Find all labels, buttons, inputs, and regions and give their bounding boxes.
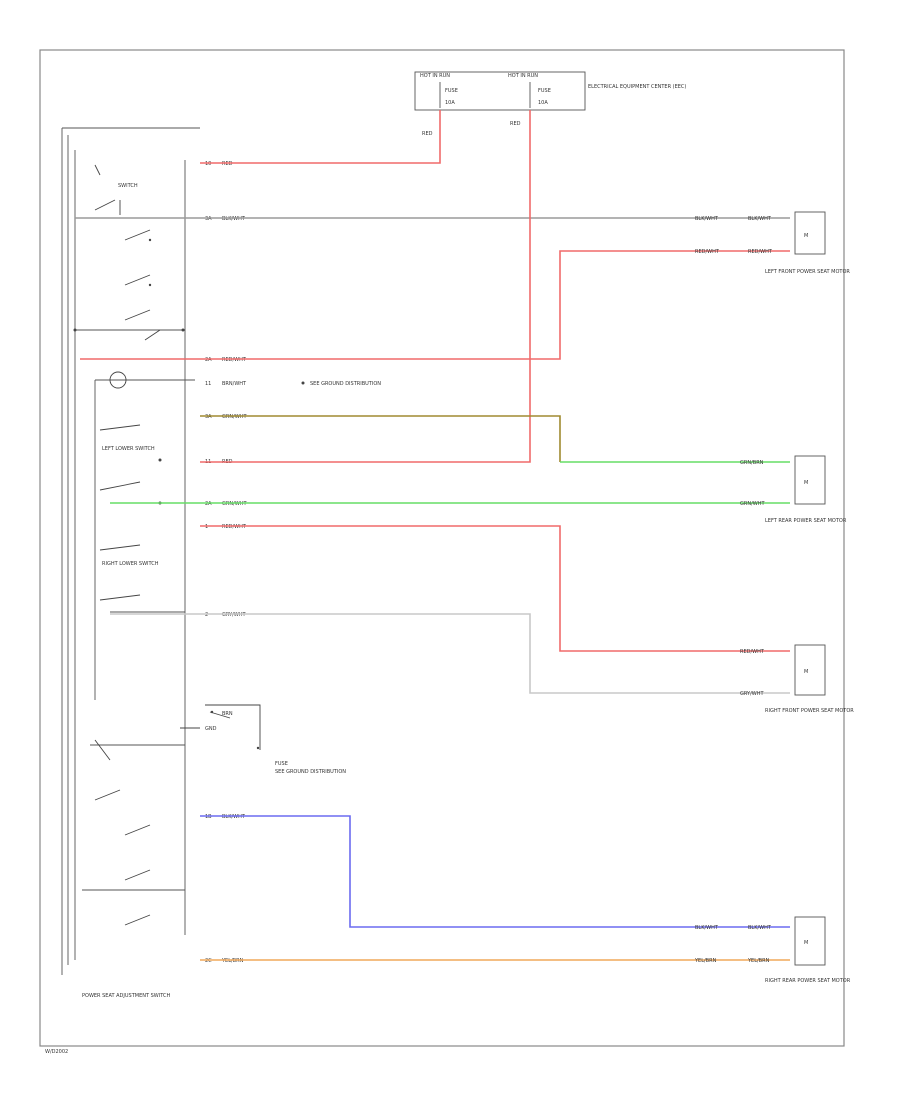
svg-text:BLK/WHT: BLK/WHT: [222, 814, 246, 820]
svg-text:BLK/WHT: BLK/WHT: [222, 216, 246, 222]
svg-text:RED/WHT: RED/WHT: [222, 524, 247, 530]
motor-right-front: M RED/WHT GRY/WHT RIGHT FRONT POWER SEAT…: [740, 644, 854, 714]
svg-text:GRY/WHT: GRY/WHT: [740, 691, 764, 697]
svg-text:HOT IN RUN: HOT IN RUN: [420, 73, 450, 79]
svg-text:10: 10: [205, 161, 211, 167]
svg-text:GRY/WHT: GRY/WHT: [222, 612, 246, 618]
svg-text:M: M: [804, 480, 808, 486]
svg-text:RIGHT REAR POWER SEAT MOTOR: RIGHT REAR POWER SEAT MOTOR: [765, 978, 851, 984]
motor-left-rear: M GRN/BRN GRN/WHT LEFT REAR POWER SEAT M…: [740, 455, 847, 524]
svg-text:RED: RED: [422, 131, 433, 137]
svg-text:BLK/WHT: BLK/WHT: [695, 216, 719, 222]
svg-text:11: 11: [205, 381, 211, 387]
wire-brn-wht: [200, 415, 561, 462]
svg-text:10A: 10A: [445, 100, 455, 106]
svg-text:ELECTRICAL EQUIPMENT CENTER (E: ELECTRICAL EQUIPMENT CENTER (EEC): [588, 84, 686, 90]
svg-text:FUSE: FUSE: [275, 761, 288, 767]
svg-text:RIGHT FRONT POWER SEAT MOTOR: RIGHT FRONT POWER SEAT MOTOR: [765, 708, 854, 714]
svg-text:M: M: [804, 940, 808, 946]
svg-text:LEFT REAR POWER SEAT MOTOR: LEFT REAR POWER SEAT MOTOR: [765, 518, 847, 524]
svg-text:YEL/BRN: YEL/BRN: [747, 958, 770, 964]
svg-text:FUSE: FUSE: [445, 88, 458, 94]
svg-text:RED/WHT: RED/WHT: [222, 357, 247, 363]
svg-text:BLK/WHT: BLK/WHT: [695, 925, 719, 931]
svg-text:GRN/WHT: GRN/WHT: [740, 501, 765, 507]
svg-text:GND: GND: [205, 726, 217, 732]
svg-text:SWITCH: SWITCH: [118, 183, 138, 189]
svg-text:LEFT LOWER SWITCH: LEFT LOWER SWITCH: [102, 446, 155, 452]
svg-text:10A: 10A: [538, 100, 548, 106]
svg-text:1B: 1B: [205, 814, 212, 820]
footer-code: W/D2002: [45, 1049, 68, 1055]
svg-text:M: M: [804, 669, 808, 675]
svg-text:BLK/WHT: BLK/WHT: [748, 925, 772, 931]
wire-red-1: [200, 110, 441, 164]
wire-red-2: [200, 110, 531, 463]
svg-text:LEFT FRONT POWER SEAT MOTOR: LEFT FRONT POWER SEAT MOTOR: [765, 269, 850, 275]
svg-text:RED: RED: [222, 161, 233, 167]
switch-assembly: SWITCH LEFT LOWER SWITCH RIGHT LOWER SWI…: [61, 127, 200, 999]
svg-text:GRN/WHT: GRN/WHT: [222, 414, 247, 420]
svg-text:POWER SEAT ADJUSTMENT SWITCH: POWER SEAT ADJUSTMENT SWITCH: [82, 993, 170, 999]
motor-left-front: M BLK/WHT BLK/WHT RED/WHT RED/WHT LEFT F…: [695, 211, 850, 275]
wire-pin-labels: 10 RED 3A BLK/WHT 2A RED/WHT 11 BRN/WHT …: [205, 161, 247, 964]
svg-text:BRN: BRN: [222, 711, 233, 717]
svg-text:2A: 2A: [205, 501, 212, 507]
svg-text:RIGHT LOWER SWITCH: RIGHT LOWER SWITCH: [102, 561, 159, 567]
svg-text:RED/WHT: RED/WHT: [748, 249, 773, 255]
motor-right-rear: M BLK/WHT BLK/WHT YEL/BRN YEL/BRN RIGHT …: [694, 916, 851, 984]
svg-text:YEL/BRN: YEL/BRN: [694, 958, 717, 964]
diagram-frame: [39, 49, 845, 1047]
ground-ref: SEE GROUND DISTRIBUTION: [310, 381, 381, 387]
wire-gry-wht: [110, 613, 790, 694]
svg-text:2C: 2C: [205, 958, 212, 964]
svg-text:RED: RED: [510, 121, 521, 127]
svg-text:RED/WHT: RED/WHT: [695, 249, 720, 255]
svg-text:1: 1: [205, 524, 208, 530]
svg-text:3A: 3A: [205, 414, 212, 420]
fuse-block: HOT IN RUN HOT IN RUN FUSE FUSE 10A 10A …: [414, 71, 686, 137]
svg-text:M: M: [804, 233, 808, 239]
svg-text:BRN/WHT: BRN/WHT: [222, 381, 247, 387]
svg-text:GRN/WHT: GRN/WHT: [222, 501, 247, 507]
svg-text:HOT IN RUN: HOT IN RUN: [508, 73, 538, 79]
heated-switch: GND BRN FUSE SEE GROUND DISTRIBUTION: [180, 704, 346, 775]
svg-text:YEL/BRN: YEL/BRN: [221, 958, 244, 964]
svg-text:RED/WHT: RED/WHT: [740, 649, 765, 655]
svg-text:GRN/BRN: GRN/BRN: [740, 460, 764, 466]
svg-text:3A: 3A: [205, 216, 212, 222]
wire-red-wht-1: [80, 250, 790, 360]
svg-text:2: 2: [205, 612, 208, 618]
wires: [75, 110, 790, 961]
wire-blk-wht-2: [200, 815, 790, 928]
svg-text:BLK/WHT: BLK/WHT: [748, 216, 772, 222]
svg-text:FUSE: FUSE: [538, 88, 551, 94]
svg-text:SEE GROUND DISTRIBUTION: SEE GROUND DISTRIBUTION: [275, 769, 346, 775]
svg-text:2A: 2A: [205, 357, 212, 363]
wire-red-wht-2: [200, 525, 790, 652]
